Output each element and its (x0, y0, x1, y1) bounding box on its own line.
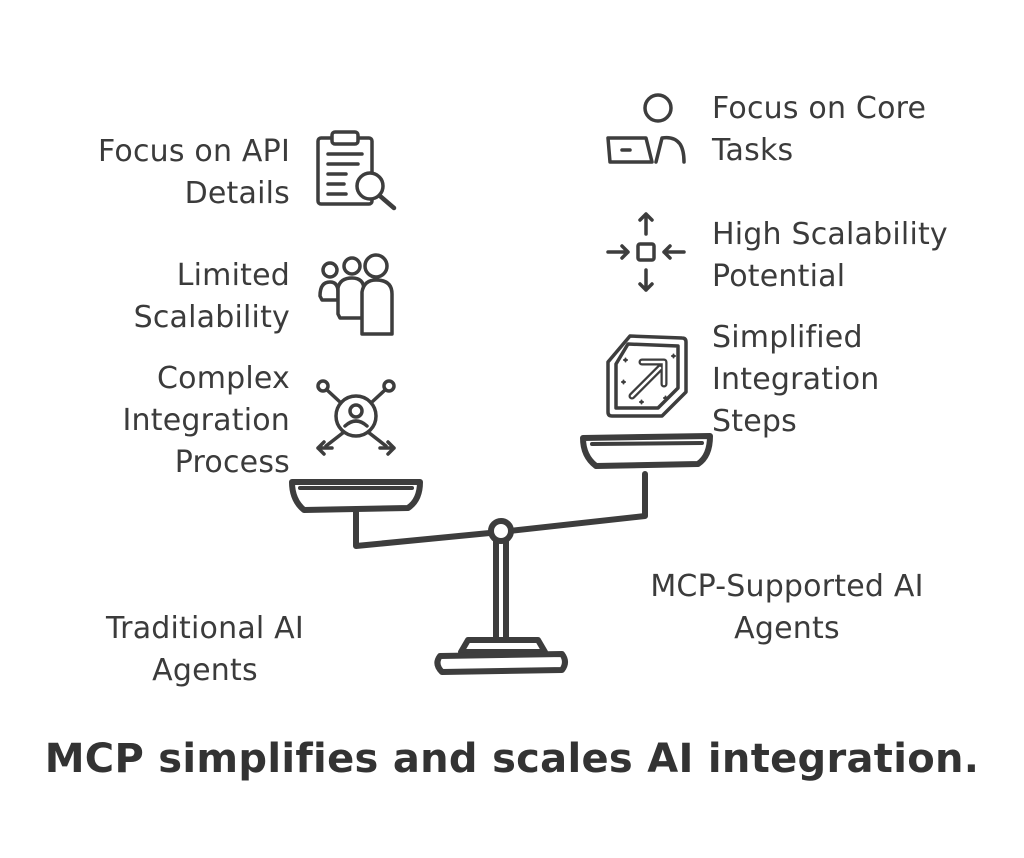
left-side-title-line2: Agents (152, 653, 258, 688)
left-item-complex-integration-line1: Complex (157, 361, 290, 396)
right-item-core-tasks-line1: Focus on Core (712, 91, 927, 126)
left-item-api-details-line1: Focus on API (98, 134, 290, 169)
right-side-title: MCP-Supported AI Agents (612, 566, 962, 650)
right-item-simplified-integration-line1: Simplified (712, 320, 863, 355)
diagram-caption: MCP simplifies and scales AI integration… (44, 736, 980, 782)
right-item-simplified-integration: Simplified Integration Steps (712, 317, 880, 443)
right-item-high-scalability-line1: High Scalability (712, 217, 948, 252)
left-side-title-line1: Traditional AI (106, 611, 304, 646)
right-item-high-scalability: High Scalability Potential (712, 214, 948, 298)
arrow-badge-icon (602, 332, 690, 420)
right-side-title-line1: MCP-Supported AI (650, 569, 924, 604)
scale-base (434, 651, 568, 675)
right-side-title-line2: Agents (734, 611, 840, 646)
right-item-simplified-integration-line3: Steps (712, 404, 797, 439)
left-item-complex-integration: Complex Integration Process (122, 358, 290, 484)
left-item-api-details: Focus on API Details (98, 131, 290, 215)
left-side-title: Traditional AI Agents (80, 608, 330, 692)
left-item-limited-scalability-line2: Scalability (133, 300, 290, 335)
right-item-simplified-integration-line2: Integration (712, 362, 880, 397)
group-people-icon (318, 252, 398, 338)
network-user-icon (314, 376, 398, 458)
scale-pivot (488, 518, 514, 544)
arrows-inward-box-icon (604, 210, 688, 294)
person-laptop-icon (604, 92, 690, 168)
right-item-core-tasks-line2: Tasks (712, 133, 794, 168)
left-item-complex-integration-line2: Integration (122, 403, 290, 438)
right-item-high-scalability-line2: Potential (712, 259, 846, 294)
scale-base-top (458, 637, 548, 655)
left-item-limited-scalability-line1: Limited (176, 258, 290, 293)
left-item-api-details-line2: Details (184, 176, 290, 211)
left-item-limited-scalability: Limited Scalability (134, 255, 290, 339)
right-item-core-tasks: Focus on Core Tasks (712, 88, 926, 172)
clipboard-search-icon (314, 128, 398, 212)
right-pan (580, 433, 713, 469)
scale-post (493, 537, 509, 641)
left-item-complex-integration-line3: Process (174, 445, 290, 480)
